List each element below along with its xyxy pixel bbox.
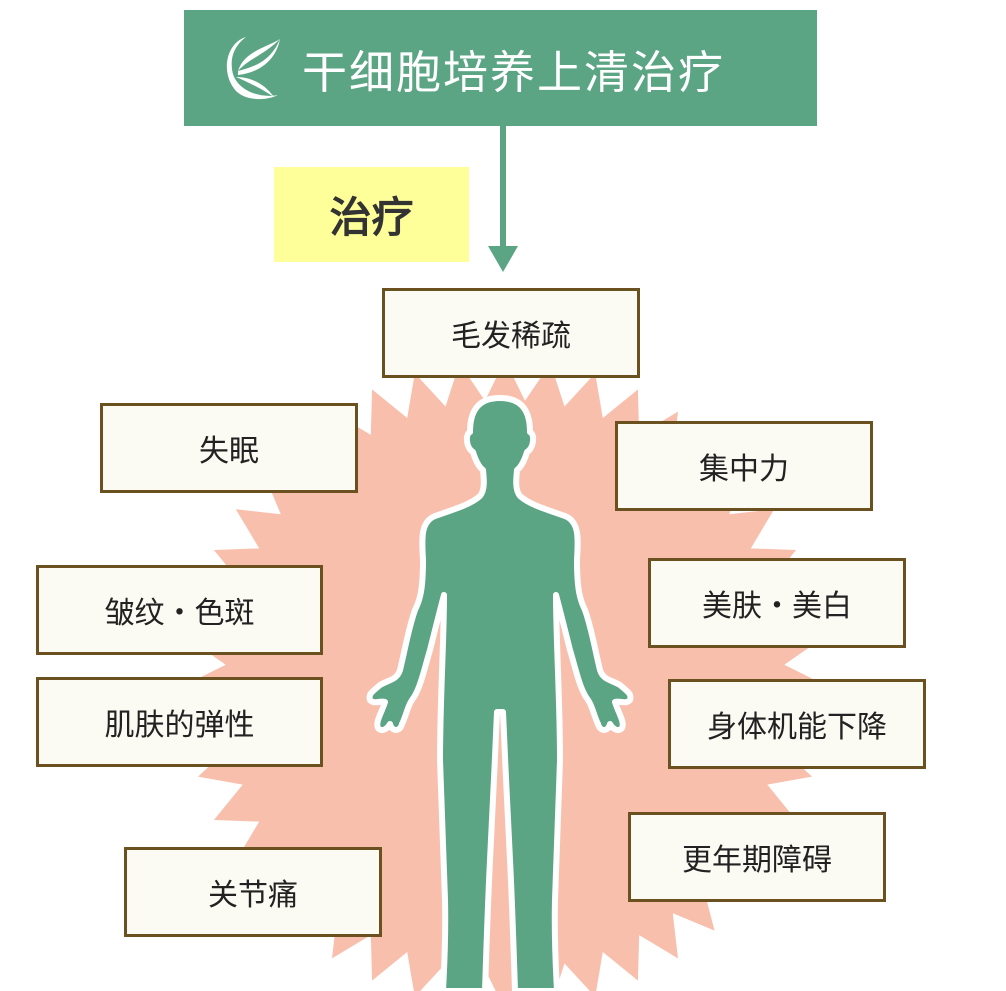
condition-box: 肌肤的弹性 (36, 677, 323, 767)
condition-box: 集中力 (615, 421, 873, 511)
title-banner: 干细胞培养上清治疗 (184, 10, 817, 126)
arrow-head (488, 246, 518, 272)
condition-box: 毛发稀疏 (382, 288, 640, 378)
treatment-label: 治疗 (274, 167, 469, 262)
condition-box: 美肤・美白 (648, 558, 906, 648)
leaf-logo-icon (226, 37, 280, 100)
human-body-silhouette (366, 395, 634, 991)
condition-box: 皱纹・色斑 (36, 565, 323, 655)
condition-box: 失眠 (100, 403, 358, 493)
condition-box: 更年期障碍 (628, 812, 886, 902)
page-title: 干细胞培养上清治疗 (302, 45, 726, 99)
condition-box: 身体机能下降 (668, 679, 926, 769)
condition-box: 关节痛 (124, 847, 382, 937)
